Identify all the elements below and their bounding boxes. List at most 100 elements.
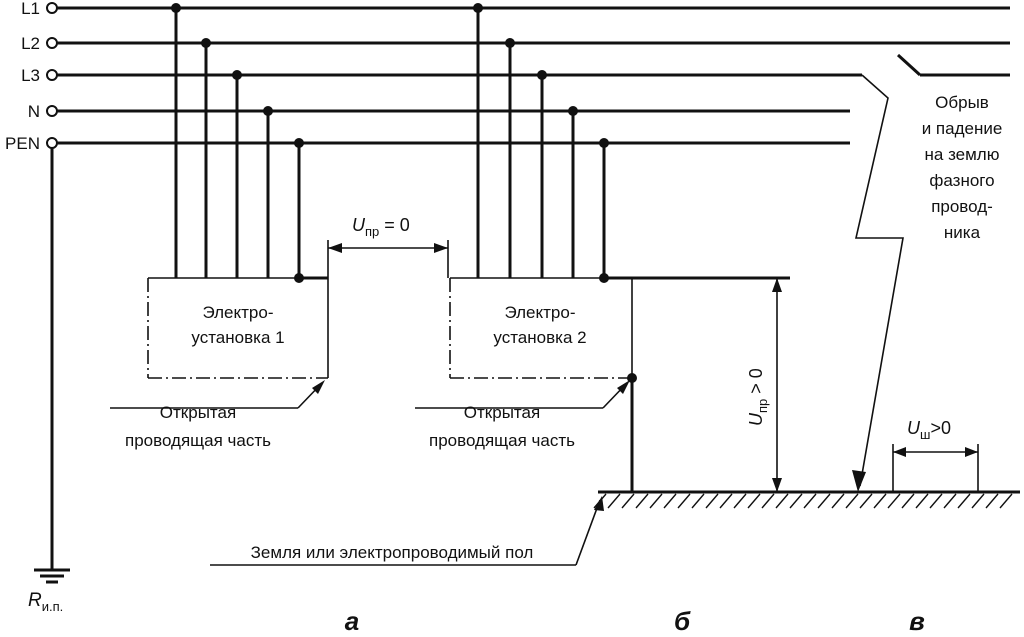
fault-note-4: фазного (929, 171, 994, 190)
label-l3: L3 (21, 66, 40, 85)
installation-2-taps (473, 3, 790, 283)
voltage-positive-dimension: Uпр > 0 (746, 278, 782, 492)
ground-hatch-mark (607, 493, 621, 509)
ground-hatch-mark (719, 493, 733, 509)
ground-hatch-mark (649, 493, 663, 509)
fault-note-6: ника (944, 223, 981, 242)
install2-label-2: установка 2 (493, 328, 586, 347)
junction1-n (263, 106, 273, 116)
panel-label-b: б (674, 606, 691, 636)
ground-hatch-mark (929, 493, 943, 509)
ground-hatch-mark (817, 493, 831, 509)
leader2-arrowhead (617, 380, 630, 394)
ground-hatch-mark (873, 493, 887, 509)
label-pen: PEN (5, 134, 40, 153)
dim0-arrow-left (328, 243, 342, 253)
fault-zigzag (854, 74, 904, 487)
terminal-l3 (46, 69, 58, 81)
exposed-part-2: Открытая проводящая часть (415, 380, 630, 450)
ground-hatch-mark (845, 493, 859, 509)
exposed2-label-1: Открытая (464, 403, 540, 422)
ground-surface (593, 490, 1020, 509)
voltage-zero-dimension: Uпр = 0 (327, 215, 449, 278)
step-voltage-label: Uш>0 (907, 418, 951, 442)
ground-hatch-mark (831, 493, 845, 509)
l3-broken-end (896, 53, 922, 77)
ground-label: Земля или электропроводимый пол (251, 543, 534, 562)
ground-hatch-mark (971, 493, 985, 509)
panel-label-c: в (909, 606, 925, 636)
ground-hatch-mark (677, 493, 691, 509)
junction1-l2 (201, 38, 211, 48)
ground-leader-arrowhead (594, 496, 604, 511)
ground-hatch-mark (943, 493, 957, 509)
ground-hatch-mark (663, 493, 677, 509)
ground-hatch-mark (705, 493, 719, 509)
ground-hatch-mark (761, 493, 775, 509)
installation-2: Электро- установка 2 (449, 277, 637, 492)
step-voltage-dimension: Uш>0 (892, 418, 979, 492)
exposed1-label-2: проводящая часть (125, 431, 271, 450)
ground-leader-arrow (575, 499, 601, 566)
bus-lines (57, 6, 1010, 145)
terminal-n (46, 105, 58, 117)
ground-hatch-mark (901, 493, 915, 509)
ground-hatch-mark (887, 493, 901, 509)
dimpos-arrow-top (772, 278, 782, 292)
bus-terminals (46, 2, 58, 149)
ground-hatch-mark (985, 493, 999, 509)
fault-note-1: Обрыв (935, 93, 989, 112)
ground-hatching (593, 493, 1013, 509)
dimpos-arrow-bottom (772, 478, 782, 492)
junction1-l1 (171, 3, 181, 13)
ground-label-group: Земля или электропроводимый пол (210, 496, 604, 566)
install1-label-1: Электро- (202, 303, 273, 322)
junction2-l1 (473, 3, 483, 13)
ground-hatch-mark (747, 493, 761, 509)
junction2-n (568, 106, 578, 116)
leader1-arrowhead (312, 380, 325, 394)
label-n: N (28, 102, 40, 121)
junction2-l2 (505, 38, 515, 48)
fault-note: Обрыв и падение на землю фазного провод-… (922, 93, 1003, 242)
ground-hatch-mark (635, 493, 649, 509)
dim0-arrow-right (434, 243, 448, 253)
step-arrow-right (965, 447, 978, 457)
ground-hatch-mark (803, 493, 817, 509)
install2-label-1: Электро- (504, 303, 575, 322)
ground-hatch-mark (691, 493, 705, 509)
exposed2-label-2: проводящая часть (429, 431, 575, 450)
ground-hatch-mark (859, 493, 873, 509)
ground-hatch-mark (789, 493, 803, 509)
installation-1: Электро- установка 1 (147, 277, 329, 379)
exposed-part-1: Открытая проводящая часть (110, 380, 325, 450)
label-l2: L2 (21, 34, 40, 53)
fault-note-3: на землю (925, 145, 1000, 164)
fault-arrowhead (852, 470, 866, 492)
pen-earthing: Rи.п. (28, 148, 70, 614)
terminal-l1 (46, 2, 58, 14)
voltage-zero-label: Uпр = 0 (352, 215, 410, 239)
voltage-positive-label: Uпр > 0 (746, 368, 770, 426)
ground-hatch-mark (775, 493, 789, 509)
exposed1-label-1: Открытая (160, 403, 236, 422)
terminal-l2 (46, 37, 58, 49)
junction1-l3 (232, 70, 242, 80)
ground-hatch-mark (957, 493, 971, 509)
ground-hatch-mark (999, 493, 1013, 509)
earth-resistance-label: Rи.п. (28, 590, 63, 614)
step-arrow-left (893, 447, 906, 457)
fault-path (852, 74, 904, 492)
ground-hatch-mark (621, 493, 635, 509)
junction2-l3 (537, 70, 547, 80)
label-l1: L1 (21, 0, 40, 18)
junction2-pen (599, 138, 609, 148)
junction1-pen (294, 138, 304, 148)
bus-labels: L1 L2 L3 N PEN (5, 0, 40, 153)
ground-hatch-mark (733, 493, 747, 509)
fault-note-2: и падение (922, 119, 1003, 138)
panel-label-a: а (345, 606, 359, 636)
ground-hatch-mark (915, 493, 929, 509)
terminal-pen (46, 137, 58, 149)
